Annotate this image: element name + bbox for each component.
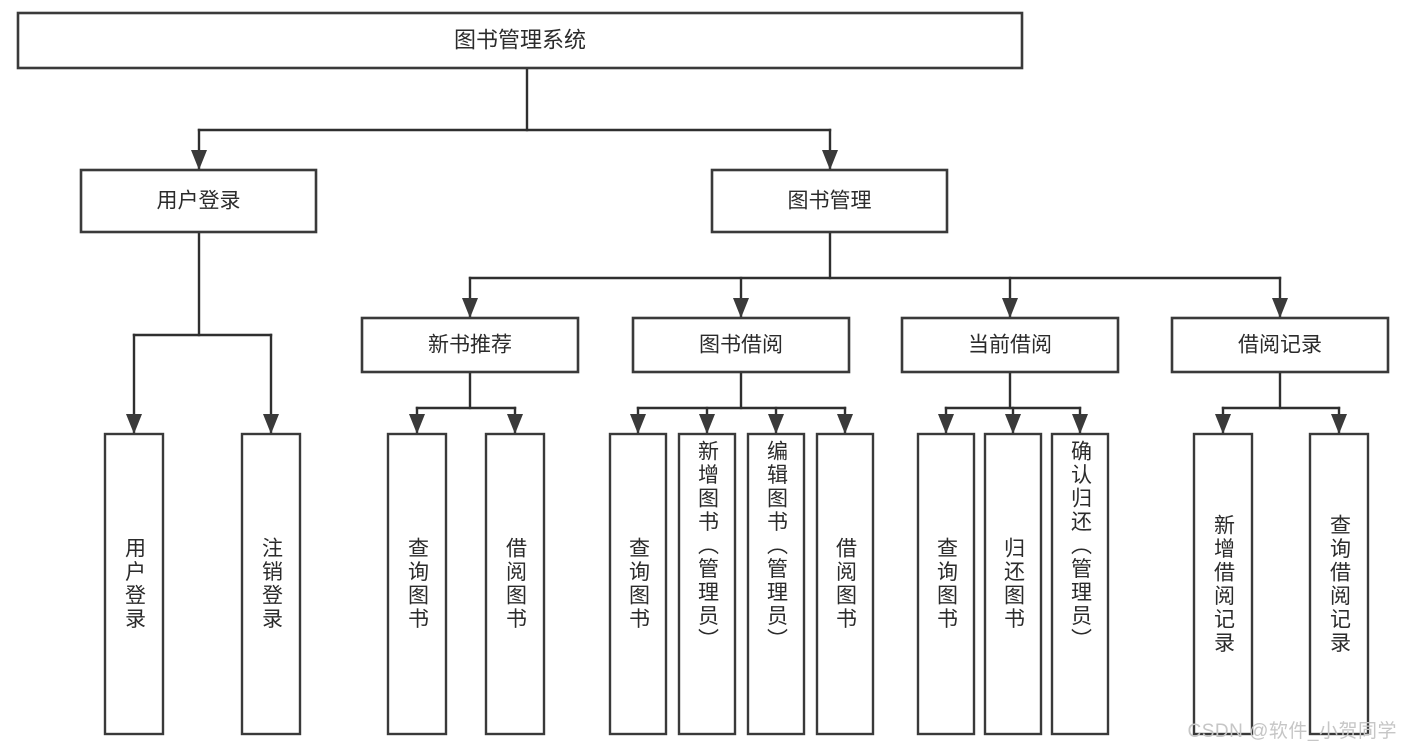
node-leaf-user-logout[interactable] [240,432,302,736]
node-borrow-record[interactable]: 借阅记录 [1170,316,1390,374]
node-leaf-query-book-1[interactable] [386,432,448,736]
node-leaf-return-book[interactable] [983,432,1043,736]
node-user-login-label: 用户登录 [157,190,241,213]
node-leaf-add-record[interactable] [1192,432,1254,736]
node-leaf-user-login[interactable] [103,432,165,736]
node-new-book-recommend[interactable]: 新书推荐 [360,316,580,374]
node-leaf-borrow-book-2[interactable] [815,432,875,736]
node-book-manage-label: 图书管理 [788,190,872,213]
node-leaf-edit-book[interactable] [746,432,806,736]
node-leaf-borrow-book-1[interactable] [484,432,546,736]
node-book-borrow[interactable]: 图书借阅 [631,316,851,374]
watermark: CSDN @软件_小贺同学 [1187,721,1397,742]
node-book-manage[interactable]: 图书管理 [710,168,949,234]
node-leaf-add-book[interactable] [677,432,737,736]
node-leaf-query-record[interactable] [1308,432,1370,736]
node-new-book-recommend-label: 新书推荐 [428,334,512,357]
node-borrow-record-label: 借阅记录 [1238,334,1322,357]
node-current-borrow-label: 当前借阅 [968,334,1052,357]
node-book-borrow-label: 图书借阅 [699,334,783,357]
node-leaf-confirm-return[interactable] [1050,432,1110,736]
node-leaf-query-book-2[interactable] [608,432,668,736]
node-root[interactable]: 图书管理系统 [16,11,1024,70]
node-leaf-query-book-3[interactable] [916,432,976,736]
node-current-borrow[interactable]: 当前借阅 [900,316,1120,374]
connectors-layer [126,66,1347,436]
node-root-label: 图书管理系统 [454,27,586,52]
node-user-login[interactable]: 用户登录 [79,168,318,234]
